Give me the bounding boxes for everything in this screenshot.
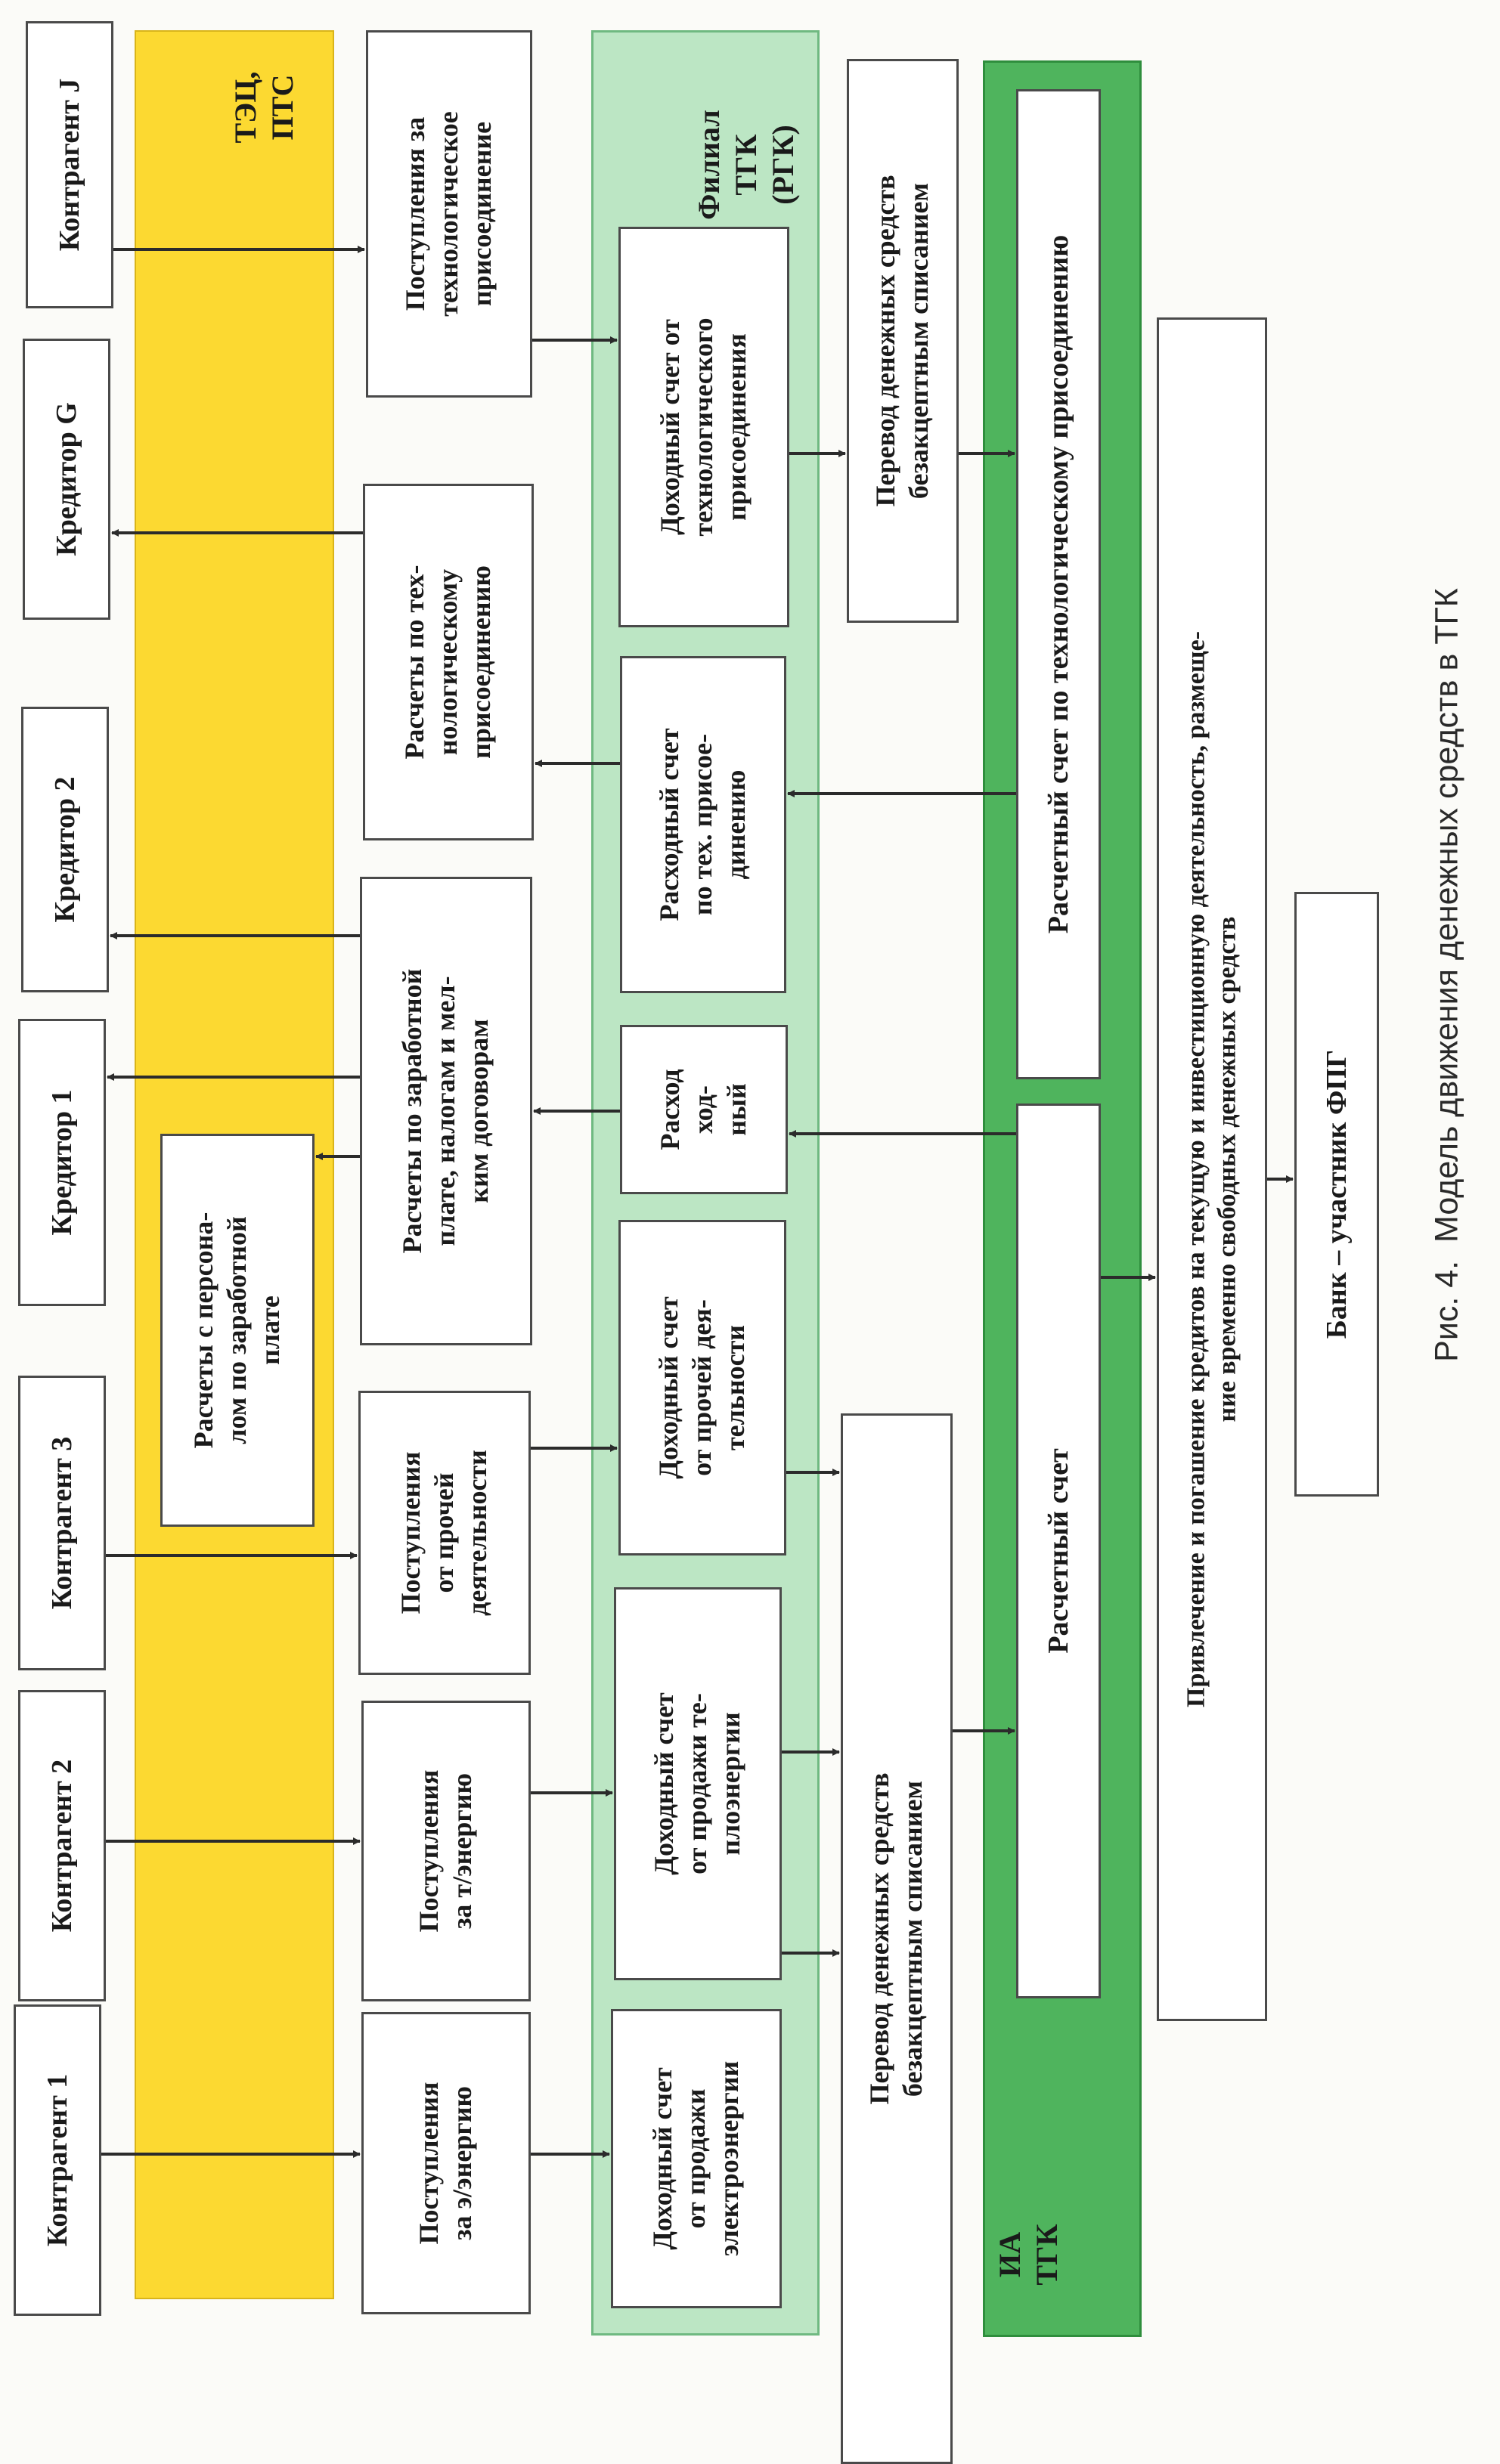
tech-settlements-box: Расчеты по тех- нологическому присоедине… bbox=[363, 484, 534, 840]
counterparty-1-box: Контрагент 1 bbox=[14, 2004, 101, 2316]
payroll-settlements-box: Расчеты по заработной плате, налогам и м… bbox=[360, 877, 532, 1345]
bank-box: Банк – участник ФПГ bbox=[1294, 892, 1379, 1497]
personnel-payroll-box: Расчеты с персона- лом по заработной пла… bbox=[160, 1134, 315, 1527]
receipts-thermo-box: Поступления за т/энергию bbox=[361, 1701, 531, 2001]
receipts-electro-box: Поступления за э/энергию bbox=[361, 2012, 531, 2314]
receipts-other-box: Поступления от прочей деятельности bbox=[358, 1391, 531, 1675]
credit-box: Привлечение и погашение кредитов на теку… bbox=[1157, 317, 1267, 2021]
creditor-g-box: Кредитор G bbox=[23, 339, 110, 620]
tech-receipts-box: Поступления за технологическое присоедин… bbox=[366, 30, 532, 398]
income-electro-account-box: Доходный счет от продажи электроэнергии bbox=[611, 2009, 782, 2308]
counterparty-3-box: Контрагент 3 bbox=[18, 1376, 106, 1670]
diagram-page: ТЭЦ, ПТС Филиал ТГК (РГК) ИА ТГК Контраг… bbox=[14, 21, 1465, 2464]
income-thermo-account-box: Доходный счет от продажи те- плоэнергии bbox=[614, 1587, 782, 1980]
transfer-left-box: Перевод денежных средств безакцептным сп… bbox=[841, 1413, 953, 2464]
expense-account-box: Расход ход- ный bbox=[620, 1025, 788, 1194]
expense-tech-account-box: Расходный счет по тех. присое- динению bbox=[620, 656, 786, 993]
settlement-tech-box: Расчетный счет по технологическому присо… bbox=[1016, 89, 1101, 1079]
counterparty-2-box: Контрагент 2 bbox=[18, 1690, 106, 2001]
income-other-account-box: Доходный счет от прочей дея- тельности bbox=[618, 1220, 786, 1555]
settlement-account-box: Расчетный счет bbox=[1016, 1104, 1101, 1998]
counterparty-j-box: Контрагент J bbox=[26, 21, 113, 308]
creditor-2-box: Кредитор 2 bbox=[21, 707, 109, 992]
transfer-right-box: Перевод денежных средств безакцептным сп… bbox=[847, 59, 959, 623]
connection-arrows bbox=[101, 246, 1294, 2158]
creditor-1-box: Кредитор 1 bbox=[18, 1019, 106, 1306]
income-tech-account-box: Доходный счет от технологического присое… bbox=[618, 227, 789, 627]
